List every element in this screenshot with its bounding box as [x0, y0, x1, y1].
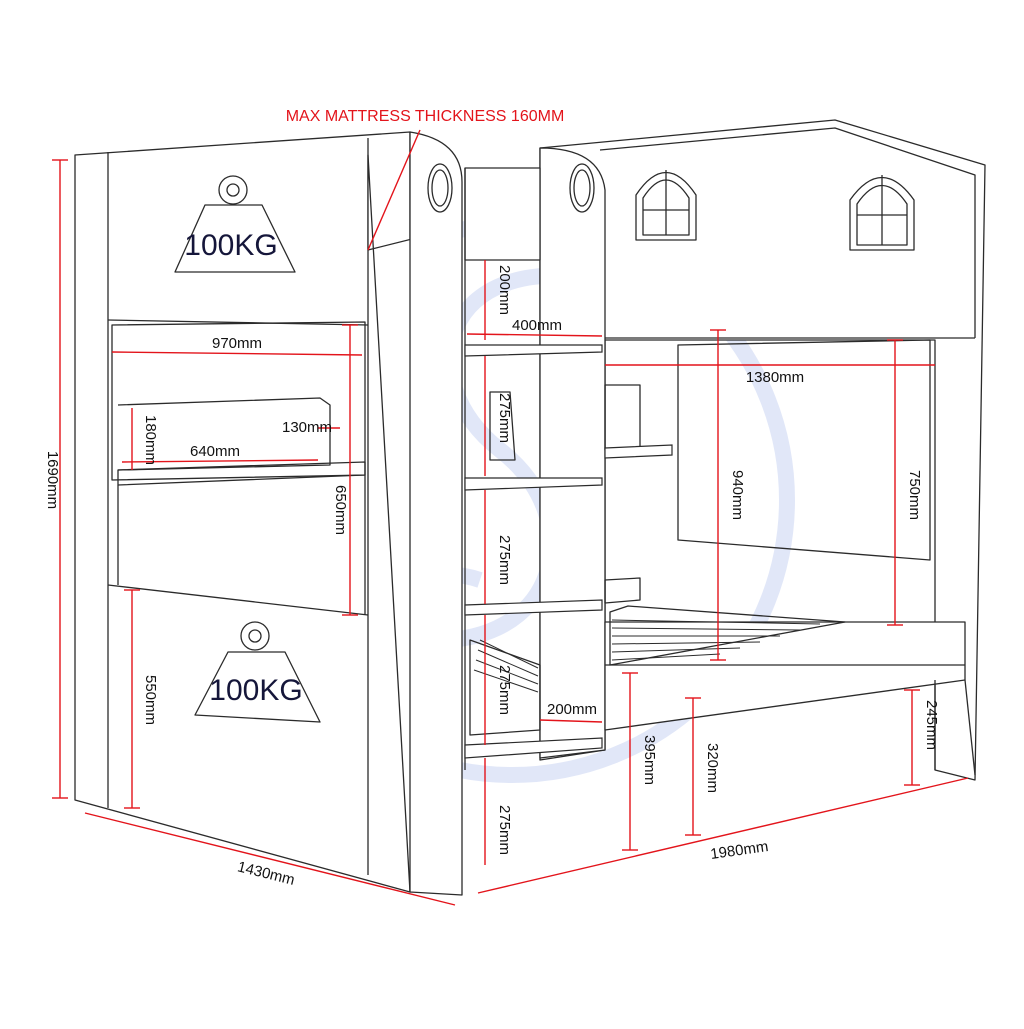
- weight-badge-bottom: 100KG: [194, 621, 321, 723]
- dimension-ticks: [52, 159, 920, 851]
- label-640: 640mm: [190, 443, 240, 460]
- weight-badge-top: 100KG: [174, 175, 296, 273]
- label-245: 245mm: [923, 700, 940, 750]
- label-275-2: 275mm: [496, 535, 513, 585]
- label-650: 650mm: [332, 485, 349, 535]
- label-550: 550mm: [142, 675, 159, 725]
- label-320: 320mm: [704, 743, 721, 793]
- label-1380: 1380mm: [746, 369, 804, 386]
- label-940: 940mm: [729, 470, 746, 520]
- dim-length-line: [477, 777, 969, 894]
- dim-depth-line: [84, 812, 456, 906]
- mattress-note: MAX MATTRESS THICKNESS 160MM: [286, 108, 565, 125]
- weight-badge-bottom-label: 100KG: [209, 674, 302, 707]
- dim-400-line: [466, 333, 603, 337]
- dim-200-step-line: [539, 719, 603, 723]
- lower-bunk-base: [604, 605, 976, 776]
- house-window-left: [635, 170, 697, 241]
- ladder-steps: [464, 167, 673, 770]
- dimension-lines: [59, 129, 969, 906]
- label-275-1: 275mm: [496, 393, 513, 443]
- dim-970-line: [111, 351, 363, 356]
- house-window-right: [849, 175, 915, 251]
- label-275-3: 275mm: [496, 665, 513, 715]
- label-length: 1980mm: [709, 838, 769, 863]
- label-total-height: 1690mm: [44, 451, 61, 509]
- label-750: 750mm: [906, 470, 923, 520]
- label-130: 130mm: [282, 419, 332, 436]
- dim-640-line: [121, 459, 319, 463]
- bed-slats: [611, 619, 821, 661]
- label-180: 180mm: [142, 415, 159, 465]
- label-395: 395mm: [641, 735, 658, 785]
- label-200-top: 200mm: [496, 265, 513, 315]
- mattress-note-pointer: [367, 129, 421, 251]
- label-200-step: 200mm: [547, 701, 597, 718]
- weight-badge-top-label: 100KG: [184, 229, 277, 262]
- label-970: 970mm: [212, 335, 262, 352]
- label-400: 400mm: [512, 317, 562, 334]
- label-275-4: 275mm: [496, 805, 513, 855]
- upper-guard-rail: [111, 321, 366, 615]
